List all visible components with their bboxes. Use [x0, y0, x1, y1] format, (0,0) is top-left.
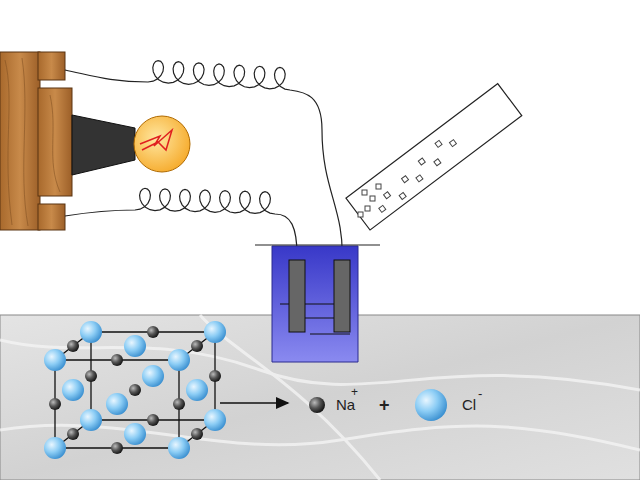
- reaction-arrow: [220, 402, 288, 404]
- wood-board: [0, 52, 72, 230]
- lamp-socket: [72, 115, 135, 175]
- beaker: [272, 246, 358, 362]
- light-bulb: [134, 116, 190, 172]
- nacl-lattice: [44, 321, 226, 459]
- test-tube: [346, 84, 522, 230]
- wire: [65, 188, 297, 262]
- chloride-ion: [415, 389, 447, 421]
- falling-salt: [358, 184, 381, 217]
- electrode: [334, 260, 350, 332]
- ion-symbol: Na: [336, 397, 355, 412]
- ion-charge: -: [478, 387, 482, 400]
- beaker-rim: [255, 244, 380, 245]
- electrode: [289, 260, 305, 332]
- ion-charge: +: [351, 386, 358, 398]
- filament: [140, 130, 172, 150]
- ion-symbol: Cl: [462, 397, 476, 412]
- wood-grain: [5, 58, 60, 226]
- wire: [65, 61, 342, 262]
- sodium-ion: [309, 397, 325, 413]
- plus-sign: +: [379, 396, 390, 414]
